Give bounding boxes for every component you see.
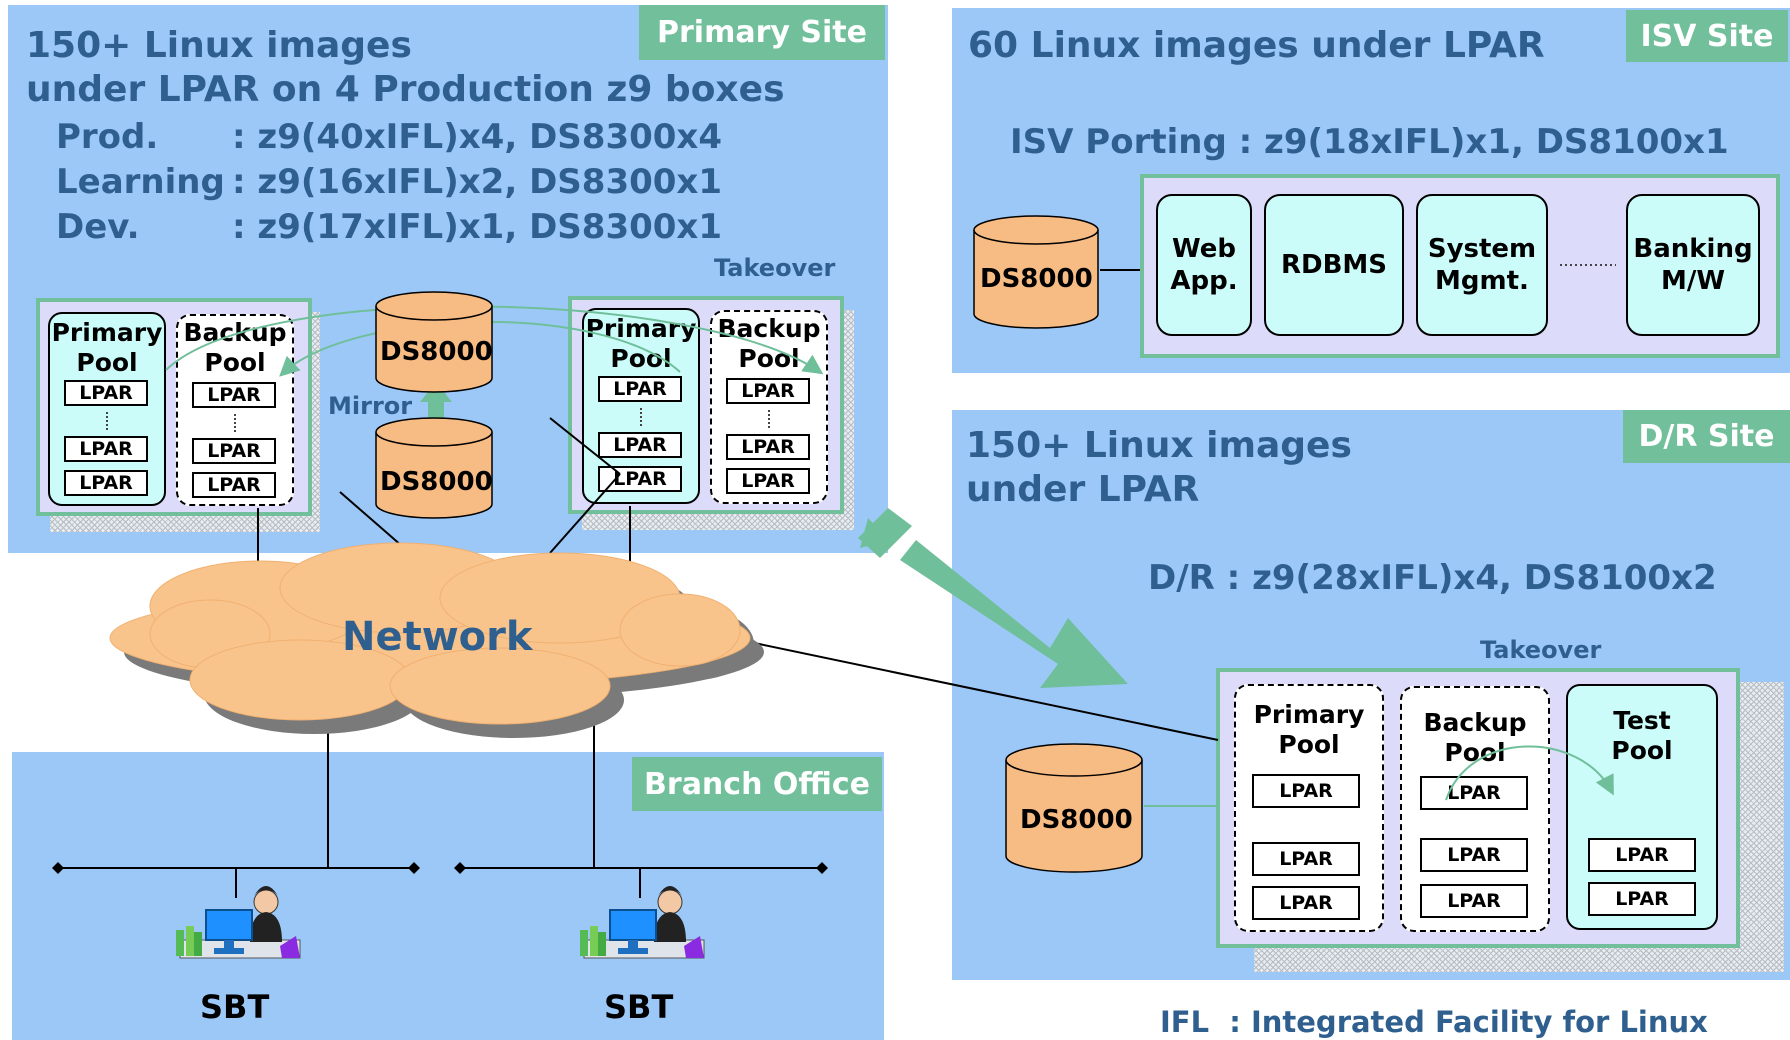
dr-primary-pool-title: Primary Pool xyxy=(1253,700,1365,759)
lpar-box: LPAR xyxy=(1420,838,1528,872)
network-cloud xyxy=(109,542,764,738)
lpar-ellipsis xyxy=(234,414,236,432)
primary-storage-bottom-label: DS8000 xyxy=(380,467,493,497)
lpar-box: LPAR xyxy=(598,376,682,402)
primary-site-tag: Primary Site xyxy=(639,5,885,60)
lpar-box: LPAR xyxy=(1252,886,1360,920)
lpar-box: LPAR xyxy=(726,378,810,404)
lpar-box: LPAR xyxy=(64,470,148,496)
dr-test-pool-title: Test Pool xyxy=(1611,706,1673,765)
failover-arrow xyxy=(858,508,1128,688)
right-backup-pool: Backup Pool LPAR LPAR LPAR xyxy=(710,310,828,504)
lpar-box: LPAR xyxy=(1588,882,1696,916)
primary-storage-top-label: DS8000 xyxy=(380,337,493,367)
lpar-box: LPAR xyxy=(726,434,810,460)
dr-spec: D/R : z9(28xIFL)x4, DS8100x2 xyxy=(1148,558,1717,598)
left-backup-pool-title: Backup Pool xyxy=(183,318,287,377)
app-system-mgmt: System Mgmt. xyxy=(1416,194,1548,336)
lpar-box: LPAR xyxy=(64,380,148,406)
lpar-box: LPAR xyxy=(1588,838,1696,872)
isv-porting-spec: ISV Porting : z9(18xIFL)x1, DS8100x1 xyxy=(1010,122,1729,162)
primary-takeover-label: Takeover xyxy=(714,254,836,282)
primary-site-heading-line1: 150+ Linux images xyxy=(26,25,412,66)
spec-prod-value: : z9(40xIFL)x4, DS8300x4 xyxy=(232,117,723,157)
lpar-box: LPAR xyxy=(598,432,682,458)
dr-site-heading-line1: 150+ Linux images xyxy=(966,425,1352,466)
dr-storage-label: DS8000 xyxy=(1020,805,1133,835)
spec-dev-value: : z9(17xIFL)x1, DS8300x1 xyxy=(232,207,723,247)
isv-storage-label: DS8000 xyxy=(980,264,1093,294)
isv-site-heading: 60 Linux images under LPAR xyxy=(968,25,1545,66)
dr-backup-pool: Backup Pool LPAR LPAR LPAR xyxy=(1400,686,1550,932)
lpar-ellipsis xyxy=(106,412,108,430)
spec-dev-name: Dev. xyxy=(56,207,140,247)
dr-primary-pool: Primary Pool LPAR LPAR LPAR xyxy=(1234,684,1384,932)
sbt-label-right: SBT xyxy=(604,988,674,1026)
network-links xyxy=(58,269,1219,898)
dr-test-pool: Test Pool LPAR LPAR xyxy=(1566,684,1718,930)
right-backup-pool-title: Backup Pool xyxy=(717,314,821,373)
right-primary-pool: Primary Pool LPAR LPAR LPAR xyxy=(582,308,700,504)
lpar-ellipsis xyxy=(640,408,642,426)
primary-site-heading-line2: under LPAR on 4 Production z9 boxes xyxy=(26,69,785,110)
lpar-box: LPAR xyxy=(1252,774,1360,808)
ifl-footnote: IFL : Integrated Facility for Linux xyxy=(1160,1005,1708,1039)
left-primary-pool-title: Primary Pool xyxy=(51,318,163,377)
spec-learning-name: Learning xyxy=(56,162,225,202)
lpar-box: LPAR xyxy=(726,468,810,494)
app-rdbms: RDBMS xyxy=(1264,194,1404,336)
dr-takeover-label: Takeover xyxy=(1480,636,1602,664)
sbt-terminal-graphics xyxy=(176,886,705,959)
spec-learning-value: : z9(16xIFL)x2, DS8300x1 xyxy=(232,162,723,202)
app-web-app: Web App. xyxy=(1156,194,1252,336)
storage-cylinders xyxy=(375,215,1143,873)
lpar-box: LPAR xyxy=(64,436,148,462)
sbt-label-left: SBT xyxy=(200,988,270,1026)
network-label: Network xyxy=(342,614,533,660)
lpar-box: LPAR xyxy=(598,466,682,492)
lpar-ellipsis xyxy=(768,410,770,428)
left-backup-pool: Backup Pool LPAR LPAR LPAR xyxy=(176,314,294,506)
lpar-box: LPAR xyxy=(1420,884,1528,918)
lpar-box: LPAR xyxy=(192,382,276,408)
app-banking-mw: Banking M/W xyxy=(1626,194,1760,336)
lpar-box: LPAR xyxy=(1420,776,1528,810)
left-primary-pool: Primary Pool LPAR LPAR LPAR xyxy=(48,312,166,506)
isv-site-tag: ISV Site xyxy=(1626,10,1788,62)
dr-site-tag: D/R Site xyxy=(1623,410,1790,463)
mirror-label: Mirror xyxy=(328,392,413,420)
lpar-box: LPAR xyxy=(192,438,276,464)
lpar-box: LPAR xyxy=(192,472,276,498)
branch-office-tag: Branch Office xyxy=(632,757,882,811)
lpar-box: LPAR xyxy=(1252,842,1360,876)
bus-endpoints xyxy=(52,862,828,874)
dr-site-heading-line2: under LPAR xyxy=(966,469,1200,510)
spec-prod-name: Prod. xyxy=(56,117,159,157)
